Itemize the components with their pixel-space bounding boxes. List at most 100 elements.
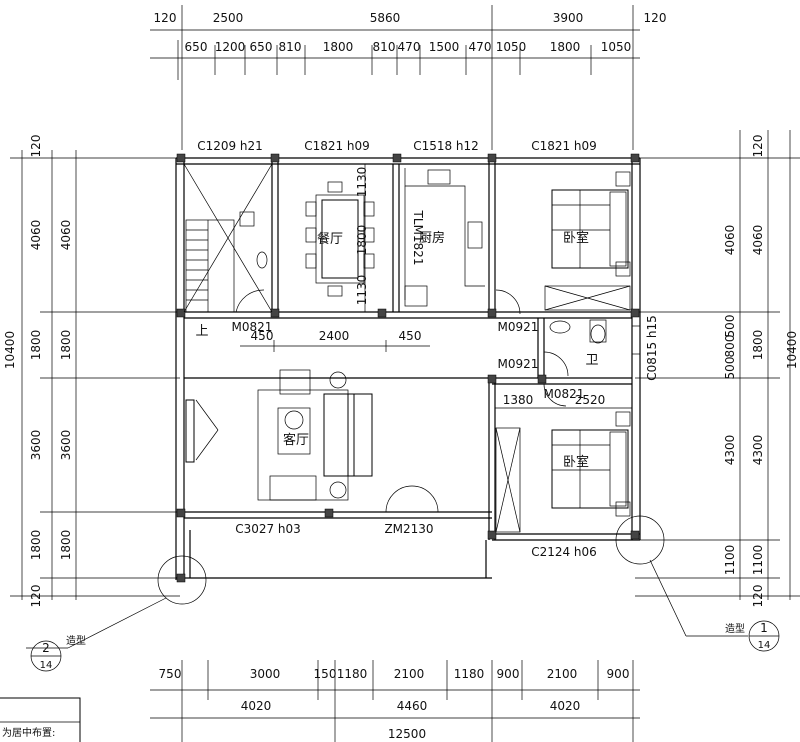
bath-fixtures: 卫 C0815 h15 bbox=[549, 315, 659, 381]
dim-left-3600b: 3600 bbox=[59, 430, 73, 461]
callout-left-num: 2 bbox=[42, 641, 50, 655]
hall-dim-450a: 450 bbox=[251, 329, 274, 343]
dim-right-500a: 500 bbox=[723, 315, 737, 338]
callout-left-label: 造型 bbox=[66, 634, 86, 647]
hall-dim-450b: 450 bbox=[399, 329, 422, 343]
dining-label: 餐厅 bbox=[317, 231, 343, 247]
dim-right-4300b: 4300 bbox=[751, 435, 765, 466]
c1821a-label: C1821 h09 bbox=[304, 139, 370, 153]
left-dimensions: 120 4060 4060 1800 1800 3600 3600 1800 1… bbox=[3, 135, 180, 608]
dim-top2-11: 1050 bbox=[601, 40, 632, 54]
dim-bot-1180a: 1180 bbox=[337, 667, 368, 681]
dining-dim-1130b: 1130 bbox=[355, 275, 369, 306]
dim-left-4060: 4060 bbox=[29, 220, 43, 251]
staircase: 上 bbox=[183, 163, 273, 339]
dim-bot-900a: 900 bbox=[497, 667, 520, 681]
dining-dim-1130a: 1130 bbox=[355, 167, 369, 198]
callout-right: 1 14 造型 bbox=[615, 515, 780, 652]
dim-top-120a: 120 bbox=[154, 11, 177, 25]
dim-left-1800a: 1800 bbox=[29, 330, 43, 361]
dining-table: 1130 1800 1130 餐厅 bbox=[305, 164, 375, 312]
dim-right-120b: 120 bbox=[751, 585, 765, 608]
c1821b-label: C1821 h09 bbox=[531, 139, 597, 153]
note-box: 为居中布置: bbox=[0, 697, 81, 742]
dim-left-total: 10400 bbox=[3, 331, 17, 369]
stair-up-label: 上 bbox=[195, 324, 208, 339]
dim-right-4060a: 4060 bbox=[723, 225, 737, 256]
interior-dimensions: 450 2400 450 1380 2520 bbox=[240, 329, 632, 409]
top-dimensions: 120 2500 5860 3900 120 650 1200 650 810 … bbox=[150, 5, 666, 150]
dim-right-800: 800 bbox=[723, 335, 737, 358]
dim-bot-total: 12500 bbox=[388, 727, 426, 741]
dim-bot2-4460: 4460 bbox=[397, 699, 428, 713]
dim-right-1100a: 1100 bbox=[723, 545, 737, 576]
zm2130-label: ZM2130 bbox=[384, 522, 433, 536]
dim-right-1100b: 1100 bbox=[751, 545, 765, 576]
dim-left-120a: 120 bbox=[29, 135, 43, 158]
living-label: 客厅 bbox=[283, 432, 309, 448]
m0821b-label: M0821 bbox=[544, 387, 585, 401]
dim-top-5860: 5860 bbox=[370, 11, 401, 25]
dim-bot-2100b: 2100 bbox=[547, 667, 578, 681]
callout-left: 2 14 造型 bbox=[26, 555, 207, 672]
dim-left-1800b: 1800 bbox=[59, 330, 73, 361]
callout-right-sheet: 14 bbox=[758, 640, 771, 651]
bath-dim-1380: 1380 bbox=[503, 393, 534, 407]
dim-top-3900: 3900 bbox=[553, 11, 584, 25]
kitchen-fixtures: 厨房 TLM1821 bbox=[404, 168, 485, 307]
dim-bot-900b: 900 bbox=[607, 667, 630, 681]
opening-labels: C1209 h21 C1821 h09 C1518 h12 C1821 h09 … bbox=[197, 139, 597, 559]
right-dimensions: 120 4060 4060 1800 4300 4300 1100 1100 1… bbox=[635, 130, 800, 607]
columns bbox=[176, 153, 640, 583]
c1209-label: C1209 h21 bbox=[197, 139, 263, 153]
c2124-label: C2124 h06 bbox=[531, 545, 597, 559]
dim-top2-0: 650 bbox=[185, 40, 208, 54]
dim-bot-2100a: 2100 bbox=[394, 667, 425, 681]
callout-left-sheet: 14 bbox=[40, 660, 53, 671]
door-swings bbox=[235, 289, 569, 513]
dim-top2-2: 650 bbox=[250, 40, 273, 54]
c3027-label: C3027 h03 bbox=[235, 522, 301, 536]
bedroom1-furniture: 卧室 bbox=[544, 171, 631, 311]
c0815-label: C0815 h15 bbox=[645, 315, 659, 381]
callout-right-label: 造型 bbox=[725, 622, 745, 635]
bedroom1-label: 卧室 bbox=[563, 230, 589, 246]
m0821a-label: M0821 bbox=[232, 320, 273, 334]
m0921b-label: M0921 bbox=[498, 357, 539, 371]
dim-top2-9: 1050 bbox=[496, 40, 527, 54]
bedroom2-furniture: 卧室 bbox=[495, 411, 631, 533]
bedroom2-label: 卧室 bbox=[563, 454, 589, 470]
dim-right-total: 10400 bbox=[785, 331, 799, 369]
dim-bot-1180b: 1180 bbox=[454, 667, 485, 681]
dim-top2-3: 810 bbox=[279, 40, 302, 54]
dim-top2-10: 1800 bbox=[550, 40, 581, 54]
hall-dim-2400: 2400 bbox=[319, 329, 350, 343]
dim-bot-750: 750 bbox=[159, 667, 182, 681]
callout-right-num: 1 bbox=[760, 621, 768, 635]
dim-left-4060b: 4060 bbox=[59, 220, 73, 251]
dim-top2-8: 470 bbox=[469, 40, 492, 54]
dim-right-1800: 1800 bbox=[751, 330, 765, 361]
kitchen-label: 厨房 bbox=[419, 230, 445, 246]
note-text: 为居中布置: bbox=[2, 726, 55, 739]
dim-left-3600a: 3600 bbox=[29, 430, 43, 461]
dim-top2-7: 1500 bbox=[429, 40, 460, 54]
c1518-label: C1518 h12 bbox=[413, 139, 479, 153]
dim-top2-5: 810 bbox=[373, 40, 396, 54]
dim-top2-6: 470 bbox=[398, 40, 421, 54]
dining-dim-1800: 1800 bbox=[355, 225, 369, 256]
dim-top-120b: 120 bbox=[644, 11, 667, 25]
dim-top2-1: 1200 bbox=[215, 40, 246, 54]
bath-dim-2520: 2520 bbox=[575, 393, 606, 407]
m0921a-label: M0921 bbox=[498, 320, 539, 334]
tlm1821-label: TLM1821 bbox=[411, 210, 425, 266]
dim-right-120a: 120 bbox=[751, 135, 765, 158]
dim-left-120b: 120 bbox=[29, 585, 43, 608]
dim-bot2-4020b: 4020 bbox=[550, 699, 581, 713]
dim-bot-150: 150 bbox=[314, 667, 337, 681]
dim-bot2-4020a: 4020 bbox=[241, 699, 272, 713]
dim-right-4060b: 4060 bbox=[751, 225, 765, 256]
bottom-dimensions: 750 3000 150 1180 2100 1180 900 2100 900… bbox=[150, 660, 640, 742]
